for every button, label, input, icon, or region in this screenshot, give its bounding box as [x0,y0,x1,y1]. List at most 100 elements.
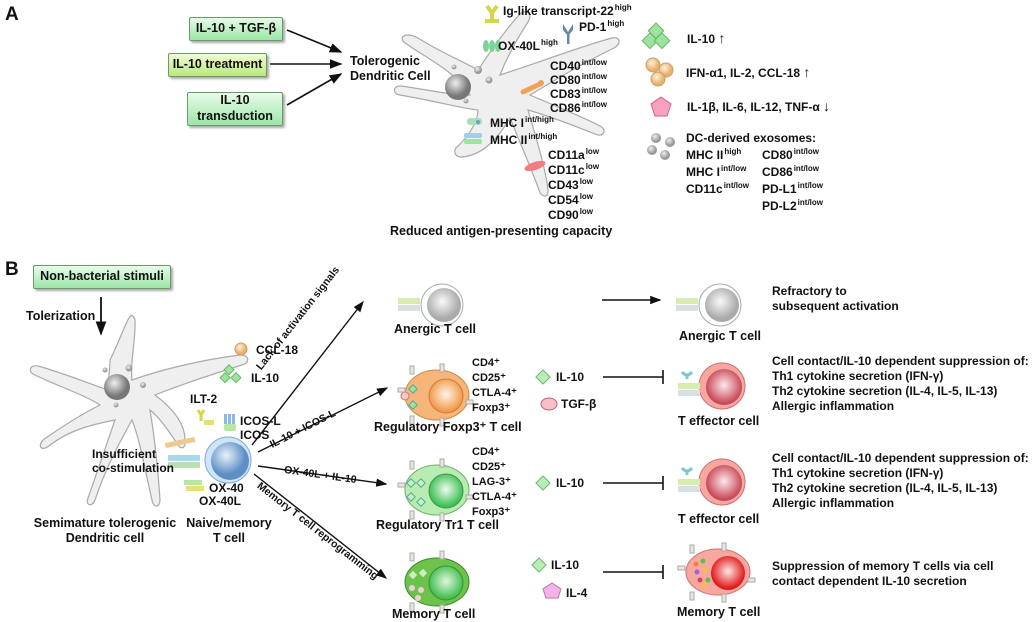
nucleus [104,374,130,400]
icos-label: ICOS [240,428,270,442]
green-diamond-icon [641,22,671,50]
cd11-receptor-icon [524,160,546,172]
il10-diamond-icon [535,369,551,385]
marker: CTLA-4⁺ [472,387,517,399]
naive-t-cell-label: Naive/memory T cell [182,516,276,546]
label-line: Semimature tolerogenic [33,516,177,530]
label-line: Dendritic cell [65,531,145,545]
marker: CD4⁺ [472,446,500,458]
marker-pd1: PD-1high [579,19,625,34]
outcome-line: Suppression of memory T cells via cell [772,559,994,573]
panel-a-caption: Reduced antigen-presenting capacity [390,224,613,238]
target-memory-label: Memory T cell [677,605,761,619]
ccl18-label: CCL-18 [256,343,299,357]
mhc1-icon [467,118,482,125]
tolerization-label: Tolerization [26,309,96,323]
input-il10-tgfb: IL-10 + TGF-β [189,17,283,41]
marker-cd40: CD40int/low [550,58,608,73]
il10-label: IL-10 [251,371,280,385]
marker-cd86: CD86int/low [550,100,608,115]
outcome-foxp3: Cell contact/IL-10 dependent suppression… [772,354,1029,414]
marker: LAG-3⁺ [472,476,511,488]
exosome-title: DC-derived exosomes: [686,131,817,145]
memory-cell-label: Memory T cell [392,607,476,621]
marker-cd11c: CD11clow [548,162,600,177]
legend-il10: IL-10 ↑ [687,30,726,46]
exo-pdl2: PD-L2int/low [762,198,823,213]
marker-cd11a: CD11alow [548,147,600,162]
title-line: Tolerogenic [350,54,420,68]
outcome-line: Refractory to [772,284,847,298]
marker-ilt22: Ig-like transcript-22high [503,3,632,18]
legend-il1b: IL-1β, IL-6, IL-12, TNF-α ↓ [687,98,831,114]
anergic-t-cell-icon [398,283,464,327]
label-line: co-stimulation [92,461,175,476]
mediator-il10: IL-10 [556,476,585,490]
label-line: T cell [213,531,245,545]
outcome-anergic: Refractory to subsequent activation [772,284,899,314]
memory-t-cell-target-icon [677,542,756,603]
tr1-treg-cell-icon [397,458,474,522]
title-line: Dendritic Cell [350,69,431,83]
tr1-cell-label: Regulatory Tr1 T cell [376,518,499,532]
label-line: Naive/memory [186,516,272,530]
mediator-tgfb: TGF-β [561,397,597,411]
naive-t-cell [164,409,252,491]
outcome-line: subsequent activation [772,299,899,313]
inhibition-line [603,565,664,579]
label-line: Insufficient [92,447,157,461]
mediator-il10: IL-10 [551,558,580,572]
input-line: IL-10 [220,93,250,108]
input-il10-treatment: IL-10 treatment [168,53,267,77]
memory-t-cell-icon [404,550,470,614]
t-effector-cell-icon [678,458,746,506]
marker-cd43: CD43low [548,177,594,192]
panel-a-label: A [5,4,19,25]
arrow [253,473,388,579]
tolerogenic-dc-title: Tolerogenic Dendritic Cell [350,54,431,84]
arrow [286,29,343,53]
ox40l-label: OX-40L [199,494,242,508]
outcome-line: Cell contact/IL-10 dependent suppression… [772,451,1029,465]
arrow [257,465,388,487]
ilt-receptor-icon [485,4,499,23]
marker: Foxp3⁺ [472,506,511,518]
marker-cd90: CD90low [548,207,594,222]
nucleus [445,74,471,100]
panel-b-label: B [5,259,19,280]
ilt2-label: ILT-2 [190,392,218,406]
target-anergic-label: Anergic T cell [679,329,761,343]
arrow [251,300,364,446]
foxp3-marker-list: CD4⁺ CD25⁺ CTLA-4⁺ Foxp3⁺ [472,356,517,416]
outcome-line: contact dependent IL-10 secretion [772,574,967,588]
cd80-receptor-icon [520,80,544,95]
outcome-tr1: Cell contact/IL-10 dependent suppression… [772,451,1029,511]
exo-cd11c: CD11cint/low [686,181,750,196]
mediator-il4: IL-4 [566,586,588,600]
exosome-icon [647,133,675,160]
t-effector-cell-icon [678,362,746,410]
input-il10-transduction: IL-10 transduction [187,92,283,126]
target-effector-label: T effector cell [678,512,760,526]
orange-sphere-icon [645,57,674,87]
non-bacterial-stimuli-box: Non-bacterial stimuli [33,265,171,289]
mediator-il10: IL-10 [556,370,585,384]
exo-cd86: CD86int/low [762,164,820,179]
outcome-line: Allergic inflammation [772,496,895,510]
semimature-dc-label: Semimature tolerogenic Dendritic cell [32,516,178,546]
il4-pentagon-icon [542,582,562,599]
input-line: transduction [197,109,273,123]
il10-diamond-icon [531,557,547,573]
target-effector-label: T effector cell [678,414,760,428]
foxp3-treg-cell-icon [397,363,474,427]
marker-mhc1: MHC Iint/high [490,115,554,130]
anergic-t-cell-icon [676,283,742,327]
outcome-line: Cell contact/IL-10 dependent suppression… [772,354,1029,368]
foxp3-cell-label: Regulatory Foxp3⁺ T cell [374,420,522,434]
arrow [286,73,343,106]
mhc2-icon [464,133,482,144]
outcome-memory: Suppression of memory T cells via cell c… [772,559,993,589]
semimature-dc-body [29,314,249,507]
il10-diamond-icon [219,364,242,384]
